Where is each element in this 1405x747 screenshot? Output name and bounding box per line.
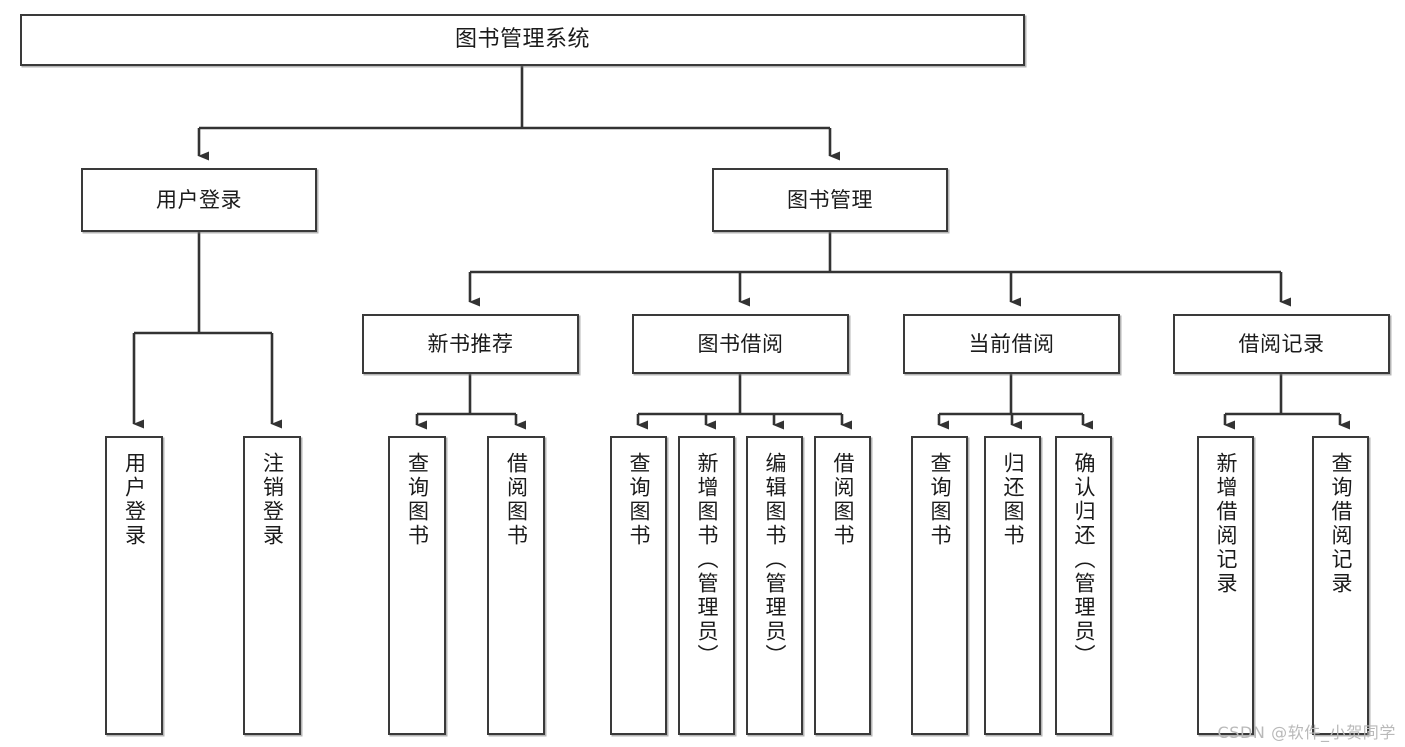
node-leaf-user-login-label: 用户登录 — [122, 452, 147, 548]
node-leaf-query-book-recommend[interactable]: 查询图书 — [388, 436, 446, 735]
node-borrow-records-label: 借阅记录 — [1238, 331, 1325, 356]
node-leaf-confirm-return-label: 确认归还（管理员） — [1072, 452, 1096, 668]
node-leaf-add-book[interactable]: 新增图书（管理员） — [678, 436, 735, 735]
node-leaf-query-book-borrow-label: 查询图书 — [627, 452, 651, 548]
node-leaf-borrow-book[interactable]: 借阅图书 — [814, 436, 871, 735]
node-book-borrow[interactable]: 图书借阅 — [632, 314, 849, 374]
node-new-book-recommend[interactable]: 新书推荐 — [362, 314, 579, 374]
node-leaf-borrow-book-recommend[interactable]: 借阅图书 — [487, 436, 545, 735]
node-leaf-add-borrow-record-label: 新增借阅记录 — [1214, 452, 1238, 596]
node-root[interactable]: 图书管理系统 — [20, 14, 1025, 66]
node-current-borrow[interactable]: 当前借阅 — [903, 314, 1120, 374]
node-new-book-recommend-label: 新书推荐 — [427, 331, 514, 356]
node-leaf-edit-book-label: 编辑图书（管理员） — [763, 452, 787, 668]
node-leaf-logout-login[interactable]: 注销登录 — [243, 436, 301, 735]
node-leaf-borrow-book-recommend-label: 借阅图书 — [504, 452, 529, 548]
node-leaf-query-book-borrow[interactable]: 查询图书 — [610, 436, 667, 735]
node-leaf-return-book[interactable]: 归还图书 — [984, 436, 1041, 735]
node-leaf-return-book-label: 归还图书 — [1001, 452, 1025, 548]
node-root-label: 图书管理系统 — [454, 27, 590, 53]
node-book-management[interactable]: 图书管理 — [712, 168, 948, 232]
node-leaf-query-book-current-label: 查询图书 — [928, 452, 952, 548]
node-leaf-query-borrow-record[interactable]: 查询借阅记录 — [1312, 436, 1369, 735]
node-leaf-query-book-current[interactable]: 查询图书 — [911, 436, 968, 735]
node-user-login[interactable]: 用户登录 — [81, 168, 317, 232]
node-book-management-label: 图书管理 — [787, 187, 873, 212]
node-leaf-add-borrow-record[interactable]: 新增借阅记录 — [1197, 436, 1254, 735]
node-leaf-edit-book[interactable]: 编辑图书（管理员） — [746, 436, 803, 735]
node-book-borrow-label: 图书借阅 — [697, 331, 784, 356]
node-current-borrow-label: 当前借阅 — [968, 331, 1055, 356]
node-leaf-borrow-book-label: 借阅图书 — [831, 452, 855, 548]
node-leaf-query-book-recommend-label: 查询图书 — [405, 452, 430, 548]
node-leaf-logout-login-label: 注销登录 — [260, 452, 285, 548]
node-borrow-records[interactable]: 借阅记录 — [1173, 314, 1390, 374]
node-leaf-user-login[interactable]: 用户登录 — [105, 436, 163, 735]
node-leaf-confirm-return[interactable]: 确认归还（管理员） — [1055, 436, 1112, 735]
node-user-login-label: 用户登录 — [156, 187, 242, 212]
node-leaf-add-book-label: 新增图书（管理员） — [695, 452, 719, 668]
node-leaf-query-borrow-record-label: 查询借阅记录 — [1329, 452, 1353, 596]
